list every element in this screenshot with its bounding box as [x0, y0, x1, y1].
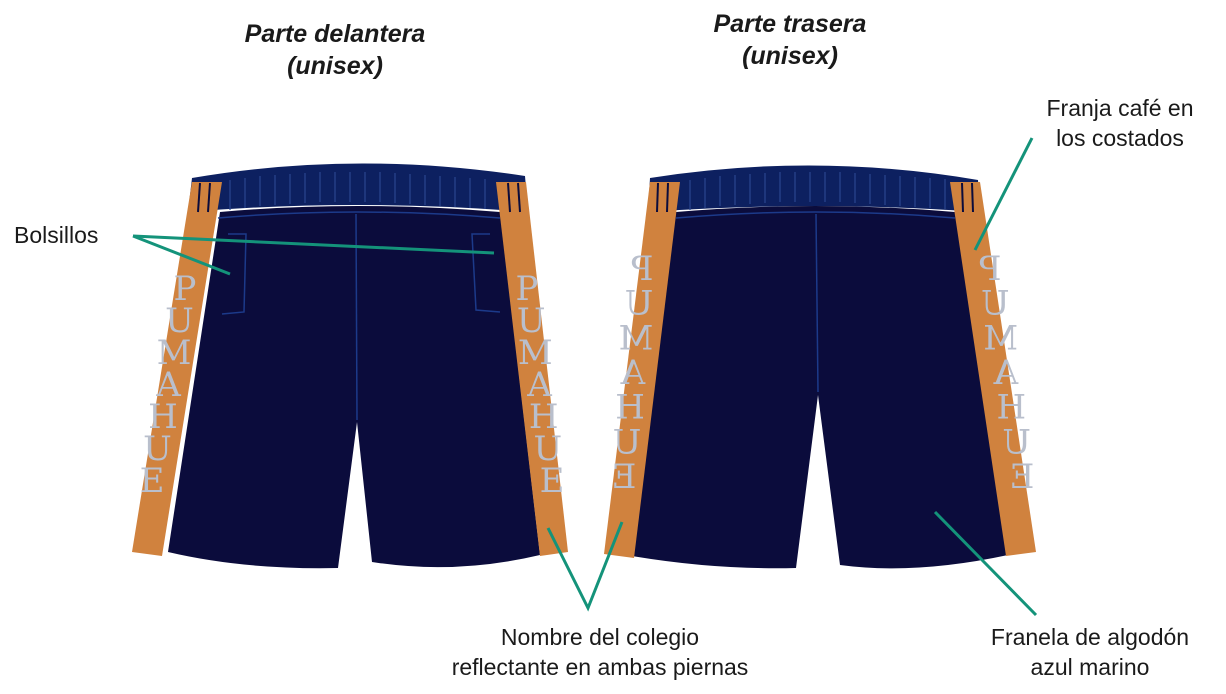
school-name-letter: P: [979, 249, 1002, 289]
school-name-letter: A: [526, 365, 552, 405]
back-stripe-tabs: [656, 182, 974, 213]
school-name-label: Nombre del colegio reflectante en ambas …: [405, 622, 795, 682]
back-body: [632, 206, 1008, 569]
side-stripe-label-line-2: los costados: [1056, 125, 1184, 151]
school-name-letter: U: [613, 422, 642, 462]
back-right-stripe: [950, 182, 1036, 556]
pockets-label-text: Bolsillos: [14, 222, 99, 248]
school-name-letter: U: [517, 301, 546, 341]
school-name-letter: M: [518, 333, 553, 373]
front-waistband-ribbing: [229, 172, 486, 210]
back-center-seam: [815, 213, 819, 393]
side-stripe-label-line-1: Franja café en: [1046, 95, 1194, 121]
leader-line-school-name: [546, 521, 624, 612]
back-view-title-line-1: Parte trasera: [713, 10, 867, 38]
fabric-label: Franela de algodón azul marino: [955, 622, 1225, 682]
leader-line-stripe: [973, 137, 1034, 251]
front-view-title-line-1: Parte delantera: [244, 20, 426, 48]
front-left-stripe: [132, 182, 222, 556]
school-name-letter: M: [157, 333, 192, 373]
front-waist-seam: [217, 211, 501, 219]
school-name-letter: A: [155, 365, 181, 405]
school-name-letter: U: [981, 284, 1010, 324]
front-view-title-line-2: (unisex): [287, 52, 383, 80]
school-name-letter: A: [620, 353, 646, 393]
front-stripe-tabs: [197, 182, 521, 213]
school-name-letter: A: [993, 353, 1019, 393]
school-name-letter: E: [612, 457, 637, 497]
front-right-pocket: [471, 233, 501, 313]
school-name-letter: U: [625, 284, 654, 324]
school-name-letter: U: [534, 429, 563, 469]
pockets-label: Bolsillos: [14, 220, 98, 250]
school-name-letter: P: [174, 269, 197, 309]
back-waist-seam: [675, 211, 956, 219]
back-left-stripe: [604, 182, 680, 558]
front-waistband: [188, 163, 528, 212]
side-stripe-label: Franja café en los costados: [1020, 93, 1220, 153]
leader-lines: [132, 137, 1038, 617]
school-name-letter: E: [540, 461, 565, 501]
school-name-letter: E: [1010, 457, 1035, 497]
fabric-label-line-2: azul marino: [1030, 654, 1150, 680]
school-name-label-line-1: Nombre del colegio: [500, 624, 700, 650]
back-view-title-line-2: (unisex): [742, 42, 838, 70]
front-center-seam: [355, 213, 358, 421]
front-right-stripe: [496, 182, 568, 556]
fabric-label-line-1: Franela de algodón: [990, 624, 1190, 650]
leader-line-fabric: [933, 510, 1038, 617]
school-name-letter: H: [997, 388, 1027, 428]
school-name-letter: U: [165, 301, 194, 341]
school-name-letter: M: [619, 318, 654, 358]
back-waistband: [648, 165, 980, 212]
back-view-title: Parte trasera (unisex): [640, 8, 940, 72]
front-body: [168, 206, 540, 569]
school-name-letter: H: [615, 388, 645, 428]
school-name-letter: U: [1002, 422, 1031, 462]
school-name-letter: H: [529, 397, 559, 437]
school-name-letter: P: [631, 249, 654, 289]
school-name-letter: P: [516, 269, 539, 309]
school-name-letter: M: [983, 318, 1018, 358]
leader-line-pocket-left: [132, 234, 231, 276]
leader-line-pocket-right: [132, 234, 495, 255]
front-left-pocket: [221, 233, 247, 315]
school-name-letter: H: [148, 397, 178, 437]
school-name-letter: E: [140, 461, 165, 501]
school-name-label-line-2: reflectante en ambas piernas: [451, 654, 749, 680]
back-waistband-ribbing: [689, 172, 946, 210]
school-name-letter: U: [143, 429, 172, 469]
front-view-title: Parte delantera (unisex): [195, 18, 475, 82]
